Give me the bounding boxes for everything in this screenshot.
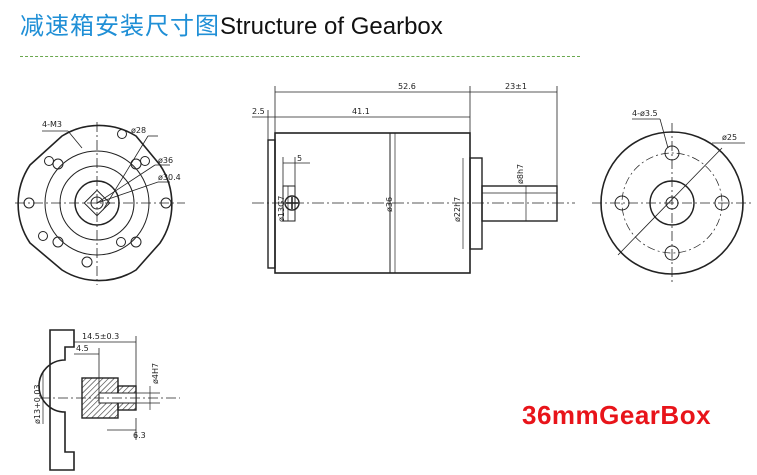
side-dim-total: 52.6: [398, 82, 416, 91]
side-rear-plate: [267, 139, 276, 269]
front-hole: [130, 236, 142, 248]
rear-d25-label: ø25: [722, 133, 737, 142]
product-label: 36mmGearBox: [522, 400, 712, 430]
detail-dim-d4: ø4H7: [151, 363, 160, 384]
side-view: [252, 86, 575, 274]
page-title: 减速箱安装尺寸图Structure of Gearbox: [20, 6, 443, 46]
rear-holes-label: 4-ø3.5: [632, 109, 658, 118]
detail-view: [38, 329, 180, 471]
front-hole: [140, 156, 150, 166]
front-hole: [116, 237, 126, 247]
detail-flange-profile: [38, 329, 75, 471]
front-hole: [81, 256, 93, 268]
front-hole: [117, 129, 127, 139]
side-shaft: [481, 185, 558, 222]
front-hole: [44, 156, 54, 166]
side-boss: [469, 157, 483, 250]
detail-dim-63: 6.3: [133, 431, 146, 440]
side-dim-shaft: 23±1: [505, 82, 527, 91]
rear-view: [592, 118, 752, 283]
front-flange-outline: [17, 124, 173, 282]
side-dim-5: 5: [297, 154, 302, 163]
front-hole: [52, 236, 64, 248]
title-english: Structure of Gearbox: [220, 13, 443, 40]
side-dim-d36: ø36: [385, 197, 394, 212]
detail-dim-145: 14.5±0.3: [82, 332, 119, 341]
side-dim-flange: 2.5: [252, 107, 265, 116]
front-d30-label: ø30.4: [158, 173, 181, 182]
front-view: [15, 122, 185, 285]
front-hole: [130, 158, 142, 170]
front-d36-label: ø36: [158, 156, 173, 165]
front-holes-label: 4-M3: [42, 120, 62, 129]
detail-dim-d13: ø13+0.03: [33, 384, 42, 424]
side-dim-d8: ø8h7: [516, 164, 525, 184]
front-hole: [52, 158, 64, 170]
side-dim-d13: ø13G7: [277, 196, 286, 222]
side-dim-body: 41.1: [352, 107, 370, 116]
front-hole: [38, 231, 48, 241]
title-divider: [20, 56, 580, 57]
front-d28-label: ø28: [131, 126, 146, 135]
side-dim-d22: ø22h7: [453, 197, 462, 222]
title-chinese: 减速箱安装尺寸图: [20, 12, 220, 40]
detail-dim-45: 4.5: [76, 344, 89, 353]
